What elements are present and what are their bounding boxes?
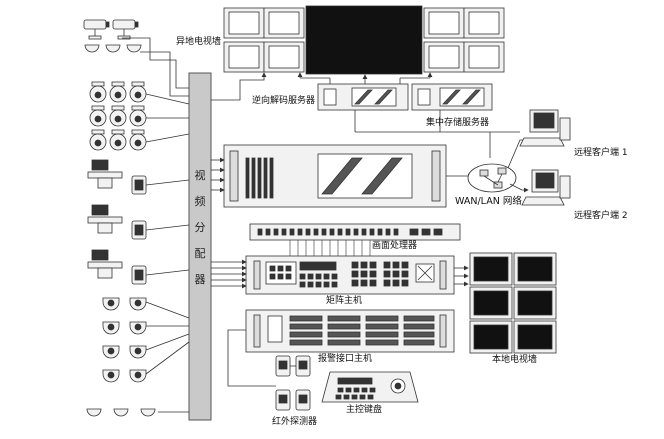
splitter-char-1: 视 — [194, 169, 206, 182]
video-splitter — [188, 72, 212, 421]
dome-camera-grid-lower — [102, 297, 147, 383]
large-display — [305, 5, 423, 75]
splitter-char-2: 频 — [194, 195, 206, 208]
matrix-to-local-wall — [454, 265, 469, 287]
bullet-camera-icon — [112, 19, 139, 40]
splitter-char-4: 配 — [194, 247, 206, 260]
dvr-rack — [223, 144, 447, 208]
camera-column — [83, 19, 156, 417]
label-ir-detector: 红外探测器 — [272, 417, 318, 427]
server-row — [317, 83, 493, 111]
label-remote-client-2: 远程客户端 2 — [574, 211, 628, 221]
label-image-processor: 画面处理器 — [372, 241, 418, 251]
camera-connectors — [122, 37, 190, 413]
label-wan-lan: WAN/LAN 网络 — [455, 196, 522, 207]
splitter-char-3: 分 — [194, 221, 206, 234]
speed-dome-grid — [89, 81, 147, 151]
processor-to-matrix — [289, 240, 371, 256]
dome-camera-row-bottom — [86, 408, 156, 417]
matrix-host — [245, 255, 455, 295]
label-matrix-host: 矩阵主机 — [326, 296, 363, 306]
label-remote-video-wall: 异地电视墙 — [176, 37, 222, 47]
label-main-keyboard: 主控键盘 — [346, 405, 383, 415]
label-decoder-server: 逆向解码服务器 — [252, 96, 316, 106]
label-central-storage: 集中存储服务器 — [426, 118, 490, 128]
remote-client-1 — [519, 109, 571, 147]
main-control-keyboard — [321, 371, 419, 403]
wall-connectors — [211, 72, 520, 158]
dome-camera-row — [84, 44, 142, 53]
remote-video-wall — [223, 5, 505, 75]
bullet-camera-icon — [83, 19, 110, 40]
dvr-connectors — [211, 157, 473, 193]
alarm-connectors — [227, 329, 296, 387]
network-cloud — [467, 163, 517, 193]
splitter-char-5: 器 — [194, 273, 206, 286]
alarm-interface-host — [245, 309, 455, 353]
image-processor — [249, 223, 461, 241]
ir-detectors — [275, 355, 311, 411]
label-alarm-host: 报警接口主机 — [318, 354, 373, 364]
label-remote-client-1: 远程客户端 1 — [574, 148, 628, 158]
remote-client-2 — [521, 169, 571, 206]
splitter-to-matrix — [211, 259, 247, 289]
local-video-wall — [469, 252, 557, 354]
label-local-video-wall: 本地电视墙 — [492, 355, 538, 365]
ptz-camera-group — [87, 159, 147, 285]
